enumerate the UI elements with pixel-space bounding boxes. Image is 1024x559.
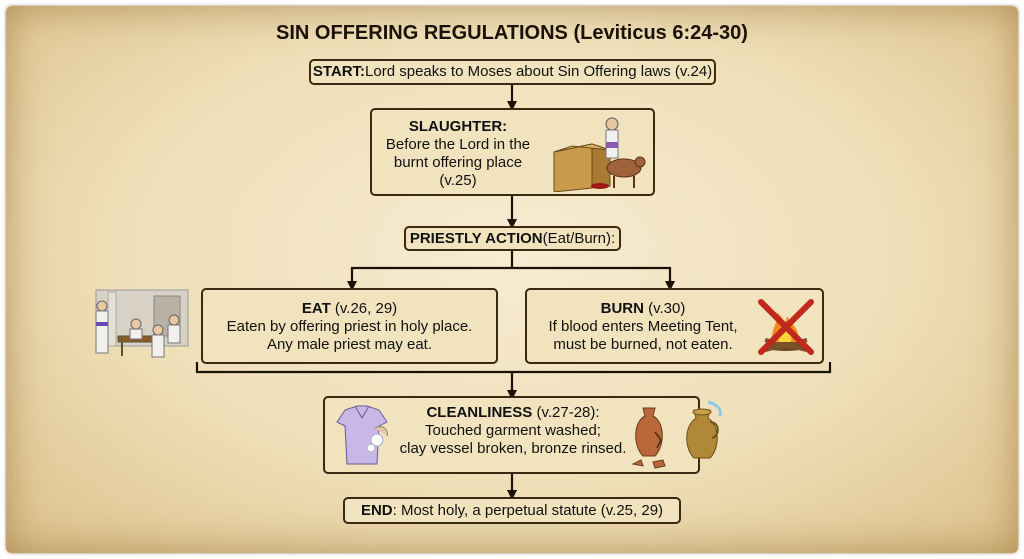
burn-line-2: must be burned, not eaten. [553,336,733,353]
eat-ref: (v.26, 29) [330,300,398,317]
burn-label: BURN [600,300,644,317]
eat-label: EAT [301,300,331,317]
priestly-text: (Eat/Burn): [542,229,616,247]
bronze-vessel-rinsed-illustration [686,400,722,459]
start-label: START: [312,63,366,80]
diagram-title: SIN OFFERING REGULATIONS (Leviticus 6:24… [276,22,748,44]
start-text: Lord speaks to Moses about Sin Offering … [365,63,713,80]
priestly-label: PRIESTLY ACTION [409,229,543,247]
slaughter-line-1: Before the Lord in the [385,136,531,153]
eat-line-1: Eaten by offering priest in holy place. [226,318,473,335]
cleanliness-label: CLEANLINESS [426,404,533,421]
cleanliness-line-2: clay vessel broken, bronze rinsed. [399,440,627,457]
slaughter-box: SLAUGHTER: Before the Lord in the burnt … [370,108,655,196]
crossed-fire-illustration [758,299,814,355]
garment-washing-illustration [336,405,388,465]
start-box: START: Lord speaks to Moses about Sin Of… [309,59,716,85]
eat-heading: EAT (v.26, 29) [203,300,496,318]
broken-clay-vessel-illustration [631,407,666,469]
eat-box: EAT (v.26, 29) Eaten by offering priest … [201,288,498,364]
burn-ref: (v.30) [643,300,686,317]
cleanliness-ref: (v.27-28): [532,404,600,421]
end-box: END : Most holy, a perpetual statute (v.… [343,497,681,524]
slaughter-line-2: burnt offering place [393,154,523,171]
eat-line-2: Any male priest may eat. [266,336,433,353]
priests-eating-illustration [95,289,189,358]
slaughter-label: SLAUGHTER: [408,118,508,135]
end-text: : Most holy, a perpetual statute (v.25, … [392,501,664,519]
burn-line-1: If blood enters Meeting Tent, [548,318,738,335]
slaughter-line-3: (v.25) [439,172,477,189]
cleanliness-box: CLEANLINESS (v.27-28): Touched garment w… [323,396,700,474]
end-label: END [360,501,393,519]
burn-box: BURN (v.30) If blood enters Meeting Tent… [525,288,824,364]
merge-connector [195,362,832,393]
burn-heading: BURN (v.30) [537,300,749,318]
cleanliness-heading: CLEANLINESS (v.27-28): [393,404,633,422]
priest-slaughter-illustration [553,117,646,192]
cleanliness-line-1: Touched garment washed; [425,422,601,439]
priestly-action-box: PRIESTLY ACTION (Eat/Burn): [404,226,621,251]
branch-connector [350,250,672,284]
